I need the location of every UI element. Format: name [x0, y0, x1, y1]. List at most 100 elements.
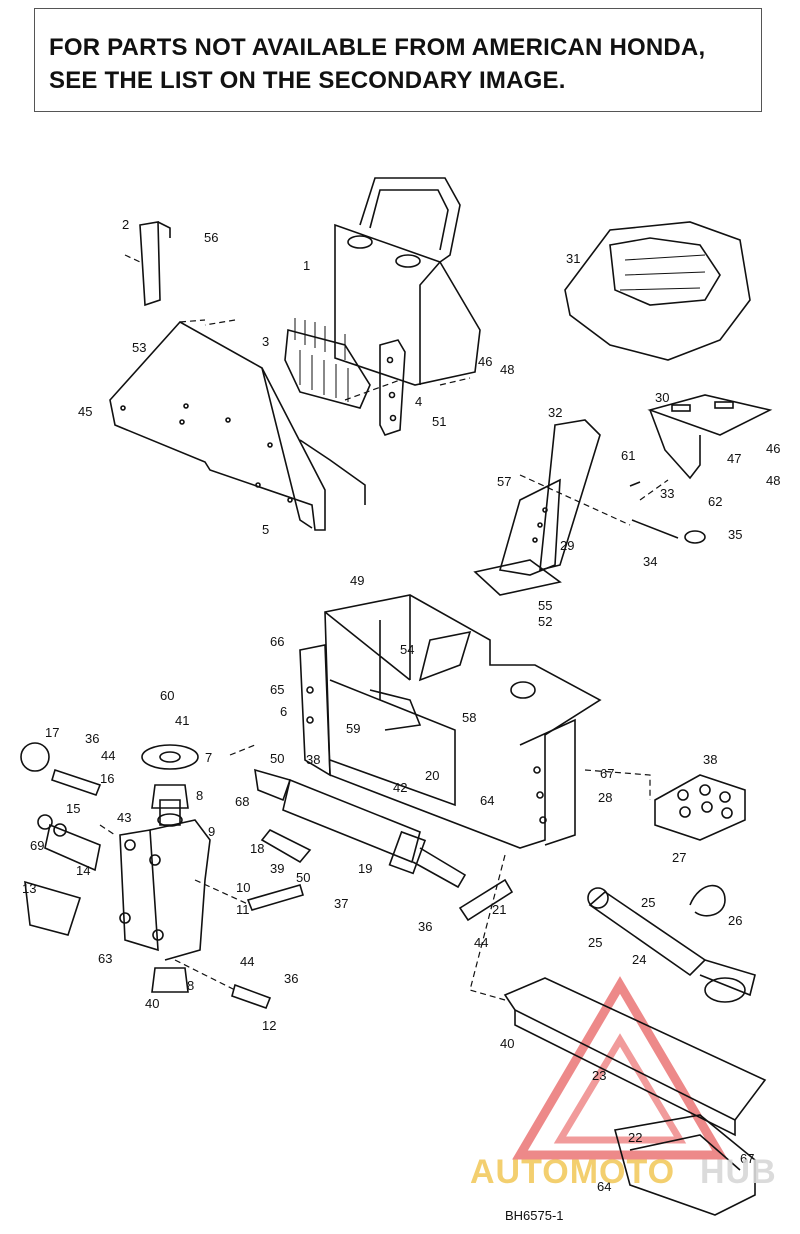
callout-64a: 64	[480, 793, 494, 808]
callout-2: 2	[122, 217, 129, 232]
callout-8b: 8	[187, 978, 194, 993]
callout-24: 24	[632, 952, 646, 967]
callout-18: 18	[250, 841, 264, 856]
callout-17: 17	[45, 725, 59, 740]
callout-54: 54	[400, 642, 414, 657]
callout-34: 34	[643, 554, 657, 569]
main-frame	[299, 594, 602, 849]
valve-bank	[284, 318, 371, 409]
callout-68: 68	[235, 794, 249, 809]
callout-15: 15	[66, 801, 80, 816]
callout-69: 69	[30, 838, 44, 853]
callout-35: 35	[728, 527, 742, 542]
parts-notice-box: FOR PARTS NOT AVAILABLE FROM AMERICAN HO…	[34, 8, 762, 112]
callout-36a: 36	[85, 731, 99, 746]
callout-23: 23	[592, 1068, 606, 1083]
boom-base	[613, 1114, 756, 1216]
callout-4: 4	[415, 394, 422, 409]
notice-line-1: FOR PARTS NOT AVAILABLE FROM AMERICAN HO…	[49, 34, 706, 61]
callout-63: 63	[98, 951, 112, 966]
drawing-reference: BH6575-1	[505, 1208, 564, 1223]
callout-25a: 25	[641, 895, 655, 910]
watermark-logo	[512, 976, 728, 1160]
callout-45: 45	[78, 404, 92, 419]
callout-60: 60	[160, 688, 174, 703]
callout-7: 7	[205, 750, 212, 765]
notice-line-2: SEE THE LIST ON THE SECONDARY IMAGE.	[49, 67, 566, 94]
callout-50a: 50	[270, 751, 284, 766]
callout-66: 66	[270, 634, 284, 649]
seat-post	[473, 419, 601, 596]
callout-44b: 44	[474, 935, 488, 950]
callout-19: 19	[358, 861, 372, 876]
swing-cylinder	[254, 768, 467, 889]
seat-bracket	[647, 394, 773, 480]
callout-5: 5	[262, 522, 269, 537]
callout-20: 20	[425, 768, 439, 783]
bracket-4	[379, 339, 406, 436]
callout-10: 10	[236, 880, 250, 895]
callout-53: 53	[132, 340, 146, 355]
swing-cap	[141, 744, 199, 993]
callout-28: 28	[598, 790, 612, 805]
callout-14: 14	[76, 863, 90, 878]
watermark-part-1: AUTOMOTO	[470, 1153, 675, 1191]
boom-arm	[503, 977, 767, 1137]
callout-16: 16	[100, 771, 114, 786]
callout-44a: 44	[101, 748, 115, 763]
callout-40a: 40	[145, 996, 159, 1011]
callout-8a: 8	[196, 788, 203, 803]
callout-52: 52	[538, 614, 552, 629]
clip-26	[689, 884, 726, 917]
callout-64b: 64	[597, 1179, 611, 1194]
callout-36c: 36	[284, 971, 298, 986]
callout-labels: 1 2 3 4 5 6 7 8 8 9 10 11 12 13 14 15 16…	[22, 217, 780, 1194]
callout-37: 37	[334, 896, 348, 911]
callout-3: 3	[262, 334, 269, 349]
watermark-text: AUTOMOTO HUB	[470, 1153, 777, 1191]
linkage-parts	[20, 742, 312, 1010]
callout-9: 9	[208, 824, 215, 839]
callout-25b: 25	[588, 935, 602, 950]
callout-65: 65	[270, 682, 284, 697]
callout-39: 39	[270, 861, 284, 876]
callout-47: 47	[727, 451, 741, 466]
callout-21: 21	[492, 902, 506, 917]
callout-61: 61	[621, 448, 635, 463]
control-tower	[334, 177, 481, 386]
callout-48a: 48	[500, 362, 514, 377]
seat	[564, 221, 751, 361]
callout-51: 51	[432, 414, 446, 429]
callout-46a: 46	[478, 354, 492, 369]
swing-bracket	[119, 799, 211, 961]
callout-67a: 67	[600, 766, 614, 781]
callout-41: 41	[175, 713, 189, 728]
callout-56: 56	[204, 230, 218, 245]
callout-44c: 44	[240, 954, 254, 969]
callout-38a: 38	[703, 752, 717, 767]
callout-50b: 50	[296, 870, 310, 885]
lift-cylinder	[587, 887, 756, 1003]
callout-30: 30	[655, 390, 669, 405]
callout-13: 13	[22, 881, 36, 896]
callout-49: 49	[350, 573, 364, 588]
side-panel	[109, 320, 366, 531]
callout-43: 43	[117, 810, 131, 825]
callout-46b: 46	[766, 441, 780, 456]
callout-32: 32	[548, 405, 562, 420]
callout-55: 55	[538, 598, 552, 613]
bracket-2	[139, 221, 171, 307]
callout-27: 27	[672, 850, 686, 865]
callout-12: 12	[262, 1018, 276, 1033]
callout-58: 58	[462, 710, 476, 725]
callout-40b: 40	[500, 1036, 514, 1051]
callout-31: 31	[566, 251, 580, 266]
callout-62: 62	[708, 494, 722, 509]
watermark-part-2: HUB	[700, 1153, 777, 1191]
callout-26: 26	[728, 913, 742, 928]
callout-1: 1	[303, 258, 310, 273]
callout-29: 29	[560, 538, 574, 553]
callout-6: 6	[280, 704, 287, 719]
mount-plate	[654, 774, 746, 841]
callout-33: 33	[660, 486, 674, 501]
